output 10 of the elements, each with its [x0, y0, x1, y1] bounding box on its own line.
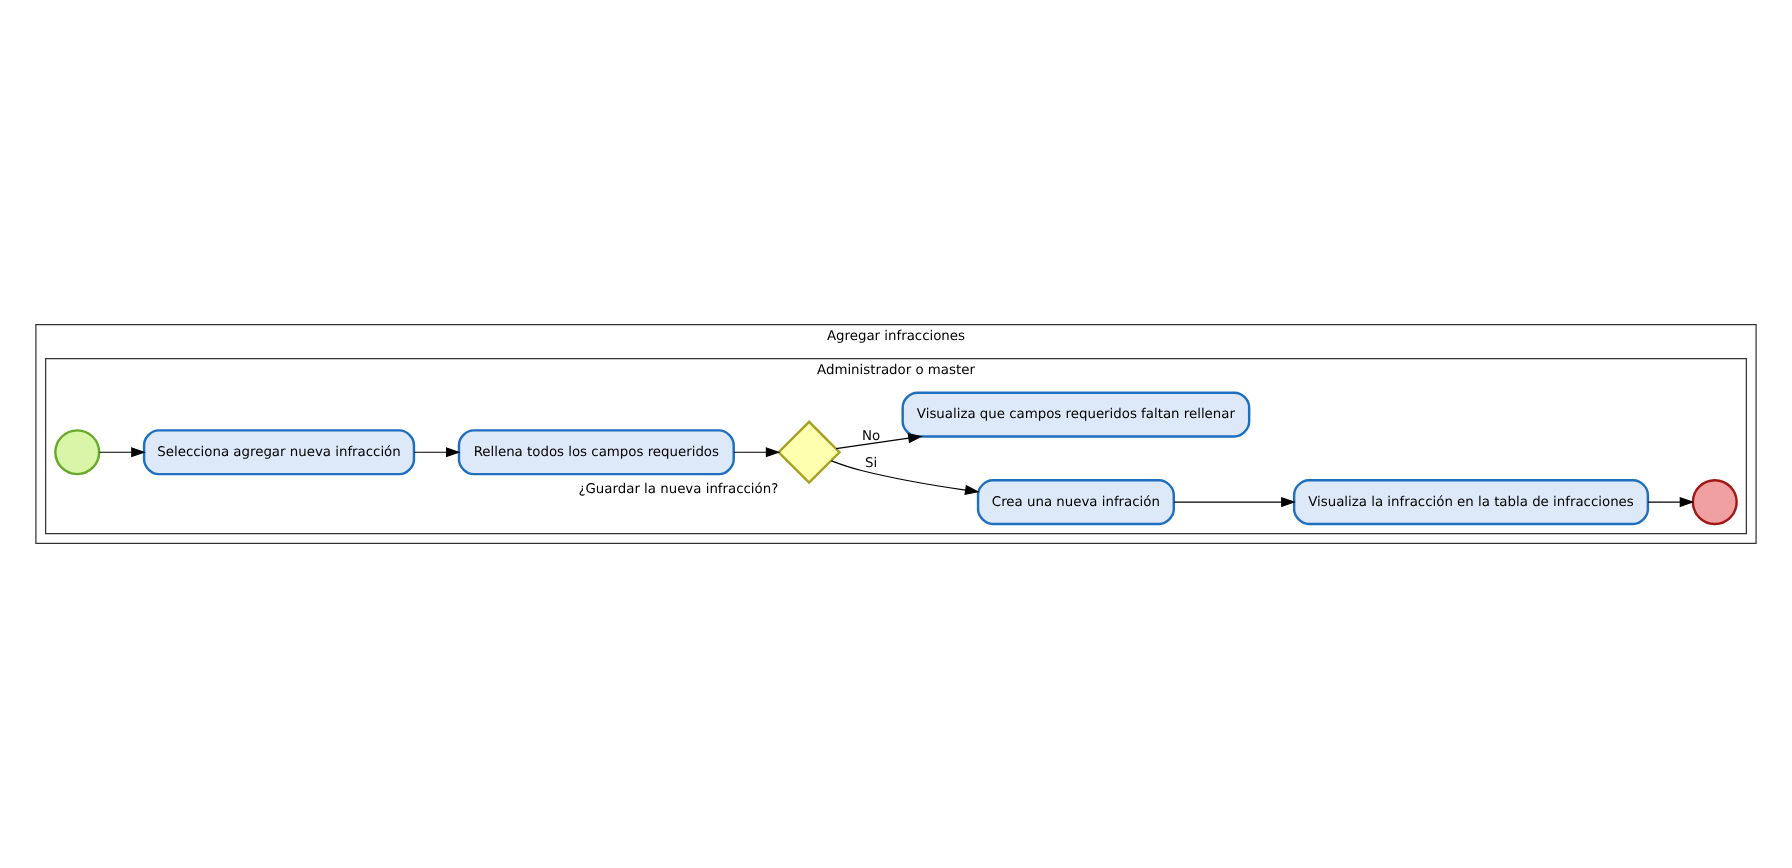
arrow: [98, 447, 146, 458]
arrow: [733, 447, 781, 458]
arrow: [1173, 496, 1296, 508]
arrow: [1647, 496, 1695, 508]
node-circle: [54, 429, 101, 476]
arrow: [830, 460, 980, 496]
node-diamond: [776, 420, 842, 485]
arrow: [413, 447, 461, 458]
arrow: [835, 433, 923, 450]
node-circle: [1691, 479, 1738, 526]
